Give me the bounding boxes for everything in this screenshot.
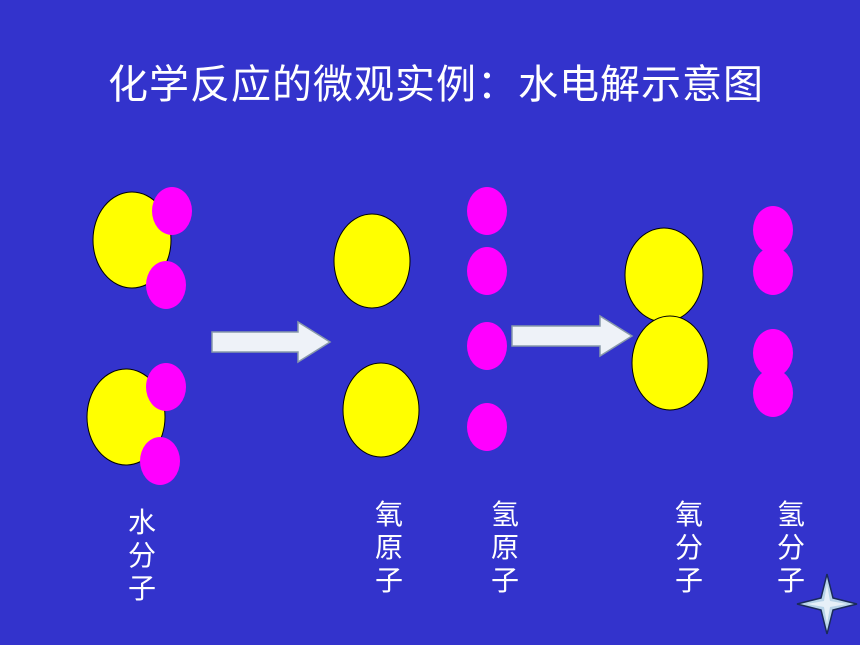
hydrogen-atom-1 xyxy=(467,187,507,235)
hydrogen-atom xyxy=(146,363,186,411)
hydrogen-atom xyxy=(753,329,793,377)
star-icon xyxy=(796,573,858,635)
hydrogen-atom xyxy=(753,247,793,295)
hydrogen-atom xyxy=(753,369,793,417)
oxygen-atom xyxy=(624,227,704,323)
label-oxygen-molecule: 氧分子 xyxy=(674,498,703,597)
label-hydrogen-atom: 氢原子 xyxy=(490,498,519,597)
label-oxygen-atom: 氧原子 xyxy=(374,498,403,597)
oxygen-atom-2 xyxy=(342,362,420,458)
arrow-2 xyxy=(511,314,634,358)
label-hydrogen-molecule: 氢分子 xyxy=(776,498,805,597)
water-molecule-1 xyxy=(92,187,192,309)
hydrogen-atom xyxy=(140,437,180,485)
hydrogen-atom xyxy=(753,206,793,254)
oxygen-molecule xyxy=(624,227,709,411)
oxygen-atom xyxy=(92,191,172,289)
label-water-molecule: 水分子 xyxy=(127,506,156,605)
arrow-1 xyxy=(211,320,332,364)
page-title: 化学反应的微观实例：水电解示意图 xyxy=(108,62,764,108)
hydrogen-molecule-2 xyxy=(753,329,793,417)
hydrogen-atom-2 xyxy=(467,247,507,295)
oxygen-atom xyxy=(86,368,166,466)
oxygen-atom xyxy=(631,315,709,411)
hydrogen-atom xyxy=(146,261,186,309)
hydrogen-atom-3 xyxy=(467,322,507,370)
hydrogen-atom-4 xyxy=(467,403,507,451)
water-molecule-2 xyxy=(86,363,186,485)
oxygen-atom-1 xyxy=(333,213,411,309)
hydrogen-atom xyxy=(152,187,192,235)
hydrogen-molecule-1 xyxy=(753,206,793,295)
